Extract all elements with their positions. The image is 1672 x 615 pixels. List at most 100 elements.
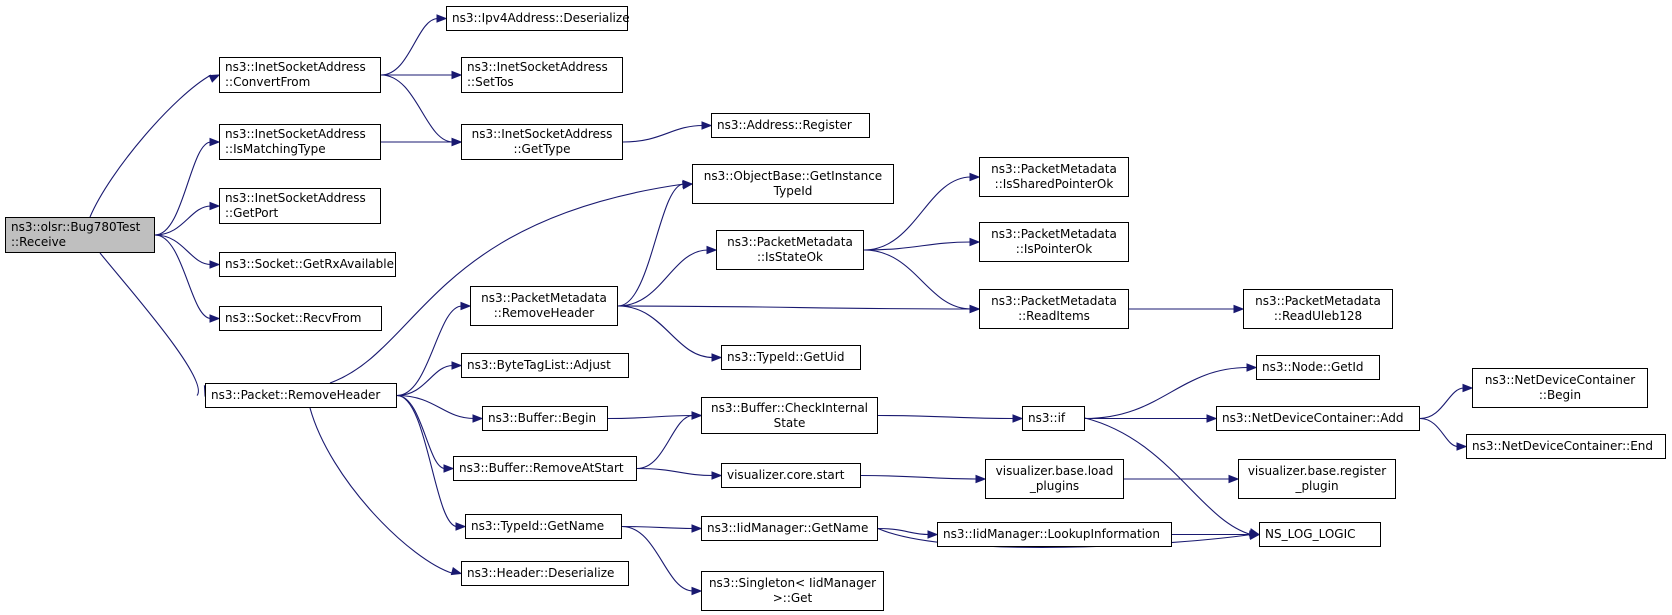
node-label-line: ns3::IidManager::GetName [707,521,869,535]
node-label-line: ns3::NetDeviceContainer::End [1472,439,1654,453]
node-iidmanager-get-name[interactable]: ns3::IidManager::GetName [701,516,878,541]
node-label-line: ::ReadUleb128 [1273,309,1363,323]
edge-arrowhead [969,172,981,182]
node-pm-is-shared-pointer-ok[interactable]: ns3::PacketMetadata::IsSharedPointerOk [979,157,1129,197]
node-socket-get-rx-available[interactable]: ns3::Socket::GetRxAvailable [219,252,396,277]
node-vis-core-start[interactable]: visualizer.core.start [721,463,861,488]
node-iidmanager-lookup-information[interactable]: ns3::IidManager::LookupInformation [937,522,1172,547]
edge-buffer-begin-to-buffer-check-internal-state [607,411,703,420]
edge-ns3-if-to-node-get-id [1084,363,1258,420]
node-label-line: visualizer.base.register [1247,464,1387,478]
node-label-line: ns3::PacketMetadata [991,294,1117,308]
node-label-line: visualizer.core.start [727,468,845,482]
edge-line [863,176,972,251]
edge-line [607,414,694,420]
node-inet-convert-from[interactable]: ns3::InetSocketAddress::ConvertFrom [219,57,381,93]
node-inet-get-port[interactable]: ns3::InetSocketAddress::GetPort [219,188,381,224]
edge-arrowhead [460,301,472,311]
edge-packet-remove-header-to-buffer-begin [396,394,484,423]
edge-buffer-check-internal-state-to-ns3-if [877,414,1024,423]
edge-line [309,407,454,575]
node-label-line: ::ReadItems [1018,309,1090,323]
node-bytetaglist-adjust[interactable]: ns3::ByteTagList::Adjust [461,353,629,378]
node-label-line: ns3::Buffer::Begin [488,411,597,425]
edge-line [860,474,978,480]
node-vis-base-register-plugin[interactable]: visualizer.base.register_plugin [1238,459,1396,499]
node-inet-get-type[interactable]: ns3::InetSocketAddress::GetType [461,124,623,160]
node-label-line: _plugins [1029,479,1080,493]
node-buffer-begin[interactable]: ns3::Buffer::Begin [482,406,608,431]
edge-line [636,467,714,477]
edge-ns3-if-to-ndc-add [1085,414,1218,423]
node-pm-read-items[interactable]: ns3::PacketMetadata::ReadItems [979,289,1129,329]
node-pm-read-uleb128[interactable]: ns3::PacketMetadata::ReadUleb128 [1243,289,1393,329]
node-ndc-begin[interactable]: ns3::NetDeviceContainer::Begin [1472,368,1648,408]
node-label-line: ns3::NetDeviceContainer::Add [1222,411,1404,425]
node-root: ns3::olsr::Bug780Test::Receive [5,217,155,253]
node-header-deserialize[interactable]: ns3::Header::Deserialize [461,561,629,586]
edge-root-to-socket-get-rx-available [154,234,221,269]
node-typeid-get-name[interactable]: ns3::TypeId::GetName [465,514,622,539]
edge-line [617,305,972,310]
edge-arrowhead [455,522,467,531]
node-label-line: ns3::PacketMetadata [1255,294,1381,308]
node-pm-is-state-ok[interactable]: ns3::PacketMetadata::IsStateOk [716,230,864,270]
edge-line [621,525,694,530]
edge-packet-remove-header-to-pm-remove-header [396,301,472,397]
edge-arrowhead [1228,474,1240,484]
node-label-line: ns3::ObjectBase::GetInstance [703,169,883,183]
node-node-get-id[interactable]: ns3::Node::GetId [1256,355,1380,380]
node-singleton-get[interactable]: ns3::Singleton< IidManager>::Get [701,571,884,611]
node-buffer-remove-at-start[interactable]: ns3::Buffer::RemoveAtStart [453,456,637,481]
node-pm-remove-header[interactable]: ns3::PacketMetadata::RemoveHeader [470,286,618,326]
node-inet-set-tos[interactable]: ns3::InetSocketAddress::SetTos [461,57,623,93]
edge-arrowhead [691,411,703,420]
node-pm-is-pointer-ok[interactable]: ns3::PacketMetadata::IsPointerOk [979,222,1129,262]
node-label-line: TypeId [773,184,813,198]
edge-arrowhead [711,353,723,362]
node-label-line: ::SetTos [467,75,514,89]
edge-line [877,414,1015,420]
edge-line [380,74,454,143]
edge-root-to-socket-recv-from [154,234,221,323]
node-ndc-add[interactable]: ns3::NetDeviceContainer::Add [1216,406,1420,431]
node-label-line: ::IsPointerOk [1015,242,1093,256]
node-label-line: ns3::Socket::GetRxAvailable [225,257,394,271]
node-socket-recv-from[interactable]: ns3::Socket::RecvFrom [219,306,382,331]
node-typeid-get-uid[interactable]: ns3::TypeId::GetUid [721,345,861,370]
edge-inet-convert-from-to-ipv4-deserialize [380,14,448,76]
node-vis-base-load-plugins[interactable]: visualizer.base.load_plugins [985,459,1124,499]
node-label-line: ::IsSharedPointerOk [994,177,1114,191]
node-label-line: ns3::Node::GetId [1262,360,1364,374]
node-label-line: ns3::Ipv4Address::Deserialize [452,11,630,25]
edge-inet-convert-from-to-inet-set-tos [380,70,463,80]
node-label-line: ns3::InetSocketAddress [225,60,366,74]
node-label-line: ns3::PacketMetadata [991,162,1117,176]
node-address-register[interactable]: ns3::Address::Register [711,113,870,138]
edge-line [617,305,714,359]
node-packet-remove-header[interactable]: ns3::Packet::RemoveHeader [205,383,397,408]
edge-arrowhead [450,566,463,576]
node-ns-log-logic[interactable]: NS_LOG_LOGIC [1259,522,1381,547]
node-inet-is-matching-type[interactable]: ns3::InetSocketAddress::IsMatchingType [219,124,381,160]
node-ipv4-deserialize[interactable]: ns3::Ipv4Address::Deserialize [446,6,630,31]
node-label-line: ns3::PacketMetadata [727,235,853,249]
edge-typeid-get-name-to-iidmanager-get-name [621,524,703,533]
node-label-line: ns3::PacketMetadata [481,291,607,305]
node-ns3-if[interactable]: ns3::if [1022,406,1085,431]
edge-pm-remove-header-to-objectbase-get-instance-typeid [617,179,694,307]
edge-root-to-packet-remove-header [99,252,212,397]
edge-pm-remove-header-to-pm-read-items [617,304,981,314]
node-label-line: ns3::InetSocketAddress [471,127,613,141]
edge-ndc-add-to-ndc-end [1419,417,1468,451]
node-label-line: ::RemoveHeader [493,306,595,320]
edge-line [621,525,694,592]
edge-arrowhead [472,414,484,423]
node-label-line: ::Receive [11,235,67,249]
node-ndc-end[interactable]: ns3::NetDeviceContainer::End [1466,434,1666,459]
edge-arrowhead [1206,414,1218,423]
